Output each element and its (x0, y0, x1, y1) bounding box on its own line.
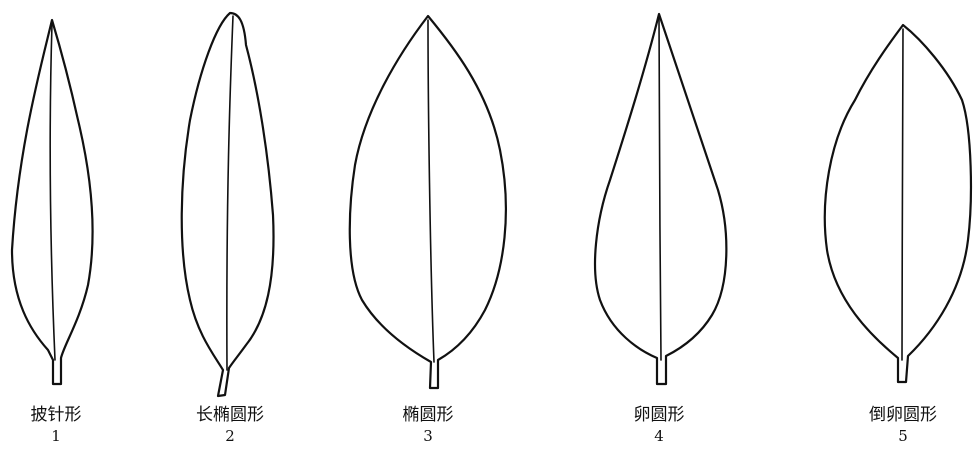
leaf-caption-2: 长椭圆形 2 (170, 407, 290, 444)
leaf-number-2: 2 (225, 427, 235, 445)
leaf-1-lanceolate (10, 18, 94, 386)
leaf-number-4: 4 (654, 427, 664, 445)
leaf-number-1: 1 (51, 427, 61, 445)
leaf-number-3: 3 (423, 427, 433, 445)
leaf-3-elliptic (348, 14, 507, 390)
leaf-4-ovate (593, 12, 728, 386)
leaf-caption-5: 倒卵圆形 5 (843, 407, 963, 444)
leaf-caption-1: 披针形 1 (0, 407, 116, 444)
leaf-number-5: 5 (898, 427, 908, 445)
leaf-caption-3: 椭圆形 3 (368, 407, 488, 444)
leaf-name-2: 长椭圆形 (196, 405, 264, 425)
leaf-5-obovate (823, 23, 973, 384)
leaf-name-3: 椭圆形 (402, 405, 454, 425)
leaf-name-4: 卵圆形 (633, 405, 685, 425)
leaf-name-5: 倒卵圆形 (869, 405, 937, 425)
leaf-name-1: 披针形 (30, 405, 82, 425)
leaf-caption-4: 卵圆形 4 (599, 407, 719, 444)
leaf-2-long-elliptic (180, 11, 275, 398)
